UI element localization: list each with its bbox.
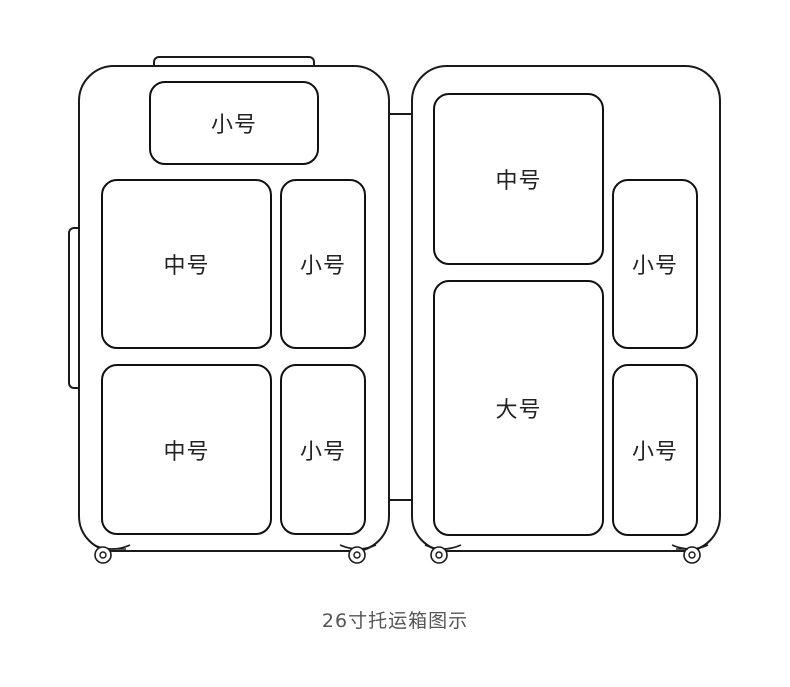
pouch-label: 小号	[299, 254, 346, 279]
pouch-small-left-middle: 小号	[280, 179, 366, 349]
pouch-medium-left-bottom: 中号	[101, 364, 272, 535]
hinge	[387, 113, 413, 501]
pouch-label: 中号	[163, 439, 210, 465]
pouch-label: 大号	[495, 398, 542, 423]
pouch-large-right: 大号	[433, 280, 604, 536]
pouch-medium-right-top: 中号	[433, 93, 604, 265]
pouch-medium-left-middle: 中号	[101, 179, 272, 349]
pouch-small-top-left: 小号	[149, 81, 319, 165]
pouch-label: 小号	[631, 440, 678, 465]
wheel-icon	[339, 544, 377, 564]
diagram-caption: 26寸托运箱图示	[321, 610, 469, 632]
pouch-label: 中号	[163, 254, 210, 279]
pouch-label: 小号	[631, 254, 678, 279]
pouch-small-left-bottom: 小号	[280, 364, 366, 535]
wheel-icon	[424, 544, 462, 564]
pouch-label: 小号	[299, 439, 346, 465]
pouch-small-right-bottom: 小号	[612, 364, 698, 536]
pouch-label: 小号	[210, 113, 257, 138]
wheel-icon	[93, 544, 131, 564]
wheel-icon	[671, 544, 709, 564]
pouch-small-right-top: 小号	[612, 179, 698, 349]
pouch-label: 中号	[495, 169, 542, 194]
